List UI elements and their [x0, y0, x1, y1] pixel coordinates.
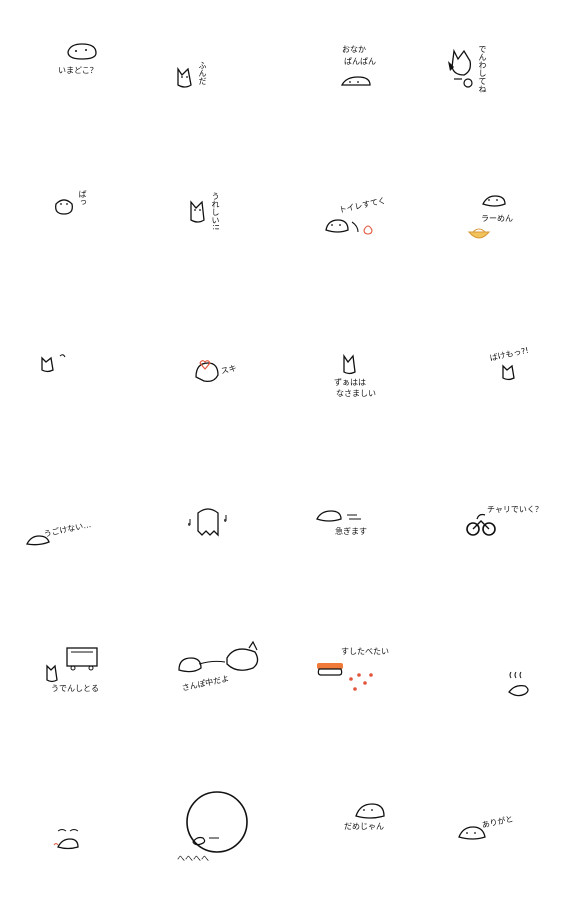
thankful-hamster-icon	[458, 826, 486, 840]
caption: ふんだ	[198, 61, 207, 85]
sulking-hamster-icon	[177, 66, 192, 88]
caption: ぱっ	[78, 190, 87, 206]
sticker-22[interactable]: へへへへ	[175, 790, 255, 870]
hamster-pop-icon	[55, 199, 73, 215]
caption: でんわしてね	[478, 45, 487, 93]
sticker-8[interactable]: ラーめん	[465, 192, 525, 252]
caption: へへへへ	[177, 854, 209, 863]
sticker-18[interactable]: さんぽ中だよ	[175, 640, 275, 695]
sleepy-hamster-icon	[41, 354, 66, 373]
sticker-16[interactable]: チャリでいく？	[465, 505, 545, 545]
sticker-13[interactable]: うごけない…	[25, 520, 95, 552]
sticker-15[interactable]: 急ぎます	[315, 505, 395, 545]
phone-hamster-icon	[448, 48, 473, 88]
sticker-11[interactable]: ずぁはは なさましい	[330, 350, 400, 400]
sticker-3[interactable]: おなか ぱんぱん	[330, 45, 400, 95]
sticker-21[interactable]	[52, 825, 92, 855]
shy-hamster-icon	[53, 829, 79, 850]
sticker-14[interactable]	[188, 505, 238, 545]
sticker-5[interactable]: ぱっ	[50, 190, 110, 230]
caption: すしたべたい	[341, 647, 389, 656]
sticker-7[interactable]: トイレすてく	[320, 196, 400, 240]
train-hamster-icon	[46, 647, 98, 683]
sticker-1[interactable]: いまどこ？	[40, 30, 130, 100]
bath-hamster-icon	[508, 671, 529, 697]
happy-hamster-icon	[190, 200, 205, 223]
sticker-10[interactable]: スキ	[192, 355, 252, 395]
sticker-12[interactable]: ばけもっ?!	[485, 346, 545, 388]
caption: うでんしとる	[51, 684, 99, 693]
caption: だめじゃん	[344, 822, 384, 831]
caption: チャリでいく？	[487, 505, 543, 514]
sticker-17[interactable]: うでんしとる	[45, 640, 115, 695]
sushi-hamster-icon	[317, 663, 373, 691]
singing-ghost-hamster-icon	[188, 508, 227, 537]
giant-ball-hamster-icon	[186, 791, 248, 853]
caption: 急ぎます	[335, 527, 367, 536]
sticker-23[interactable]: だめじゃん	[340, 798, 410, 843]
sticker-19[interactable]: すしたべたい	[315, 645, 395, 700]
bicycle-hamster-icon	[466, 513, 496, 536]
caption: ラーめん	[481, 214, 513, 223]
lying-hamster-icon	[26, 535, 50, 546]
sticker-4[interactable]: でんわしてね	[440, 45, 500, 95]
caption: うれしい!!	[211, 192, 220, 231]
sticker-6[interactable]: うれしい!!	[185, 190, 245, 240]
caption-line-2: なさましい	[336, 389, 376, 398]
caption: いまどこ？	[58, 66, 98, 75]
crying-hamster-icon	[343, 353, 356, 375]
hurrying-hamster-icon	[316, 510, 361, 522]
heart-hamster-icon	[195, 360, 219, 383]
scolding-hamster-icon	[355, 803, 385, 819]
caption-line-2: ぱんぱん	[344, 57, 376, 66]
caption-line-1: ずぁはは	[334, 378, 366, 387]
sticker-2[interactable]: ふんだ	[170, 55, 230, 100]
walking-dog-hamster-icon	[178, 640, 259, 673]
surprised-hamster-icon	[502, 364, 515, 381]
full-belly-hamster-icon	[340, 76, 371, 86]
hamster-blob-icon	[67, 43, 97, 60]
toilet-hamster-icon	[325, 219, 373, 235]
sticker-24[interactable]: ありがと	[455, 814, 525, 850]
caption-line-1: おなか	[342, 45, 366, 54]
sticker-9[interactable]	[38, 350, 78, 380]
sticker-20[interactable]	[505, 668, 545, 703]
ramen-hamster-icon	[467, 195, 506, 239]
